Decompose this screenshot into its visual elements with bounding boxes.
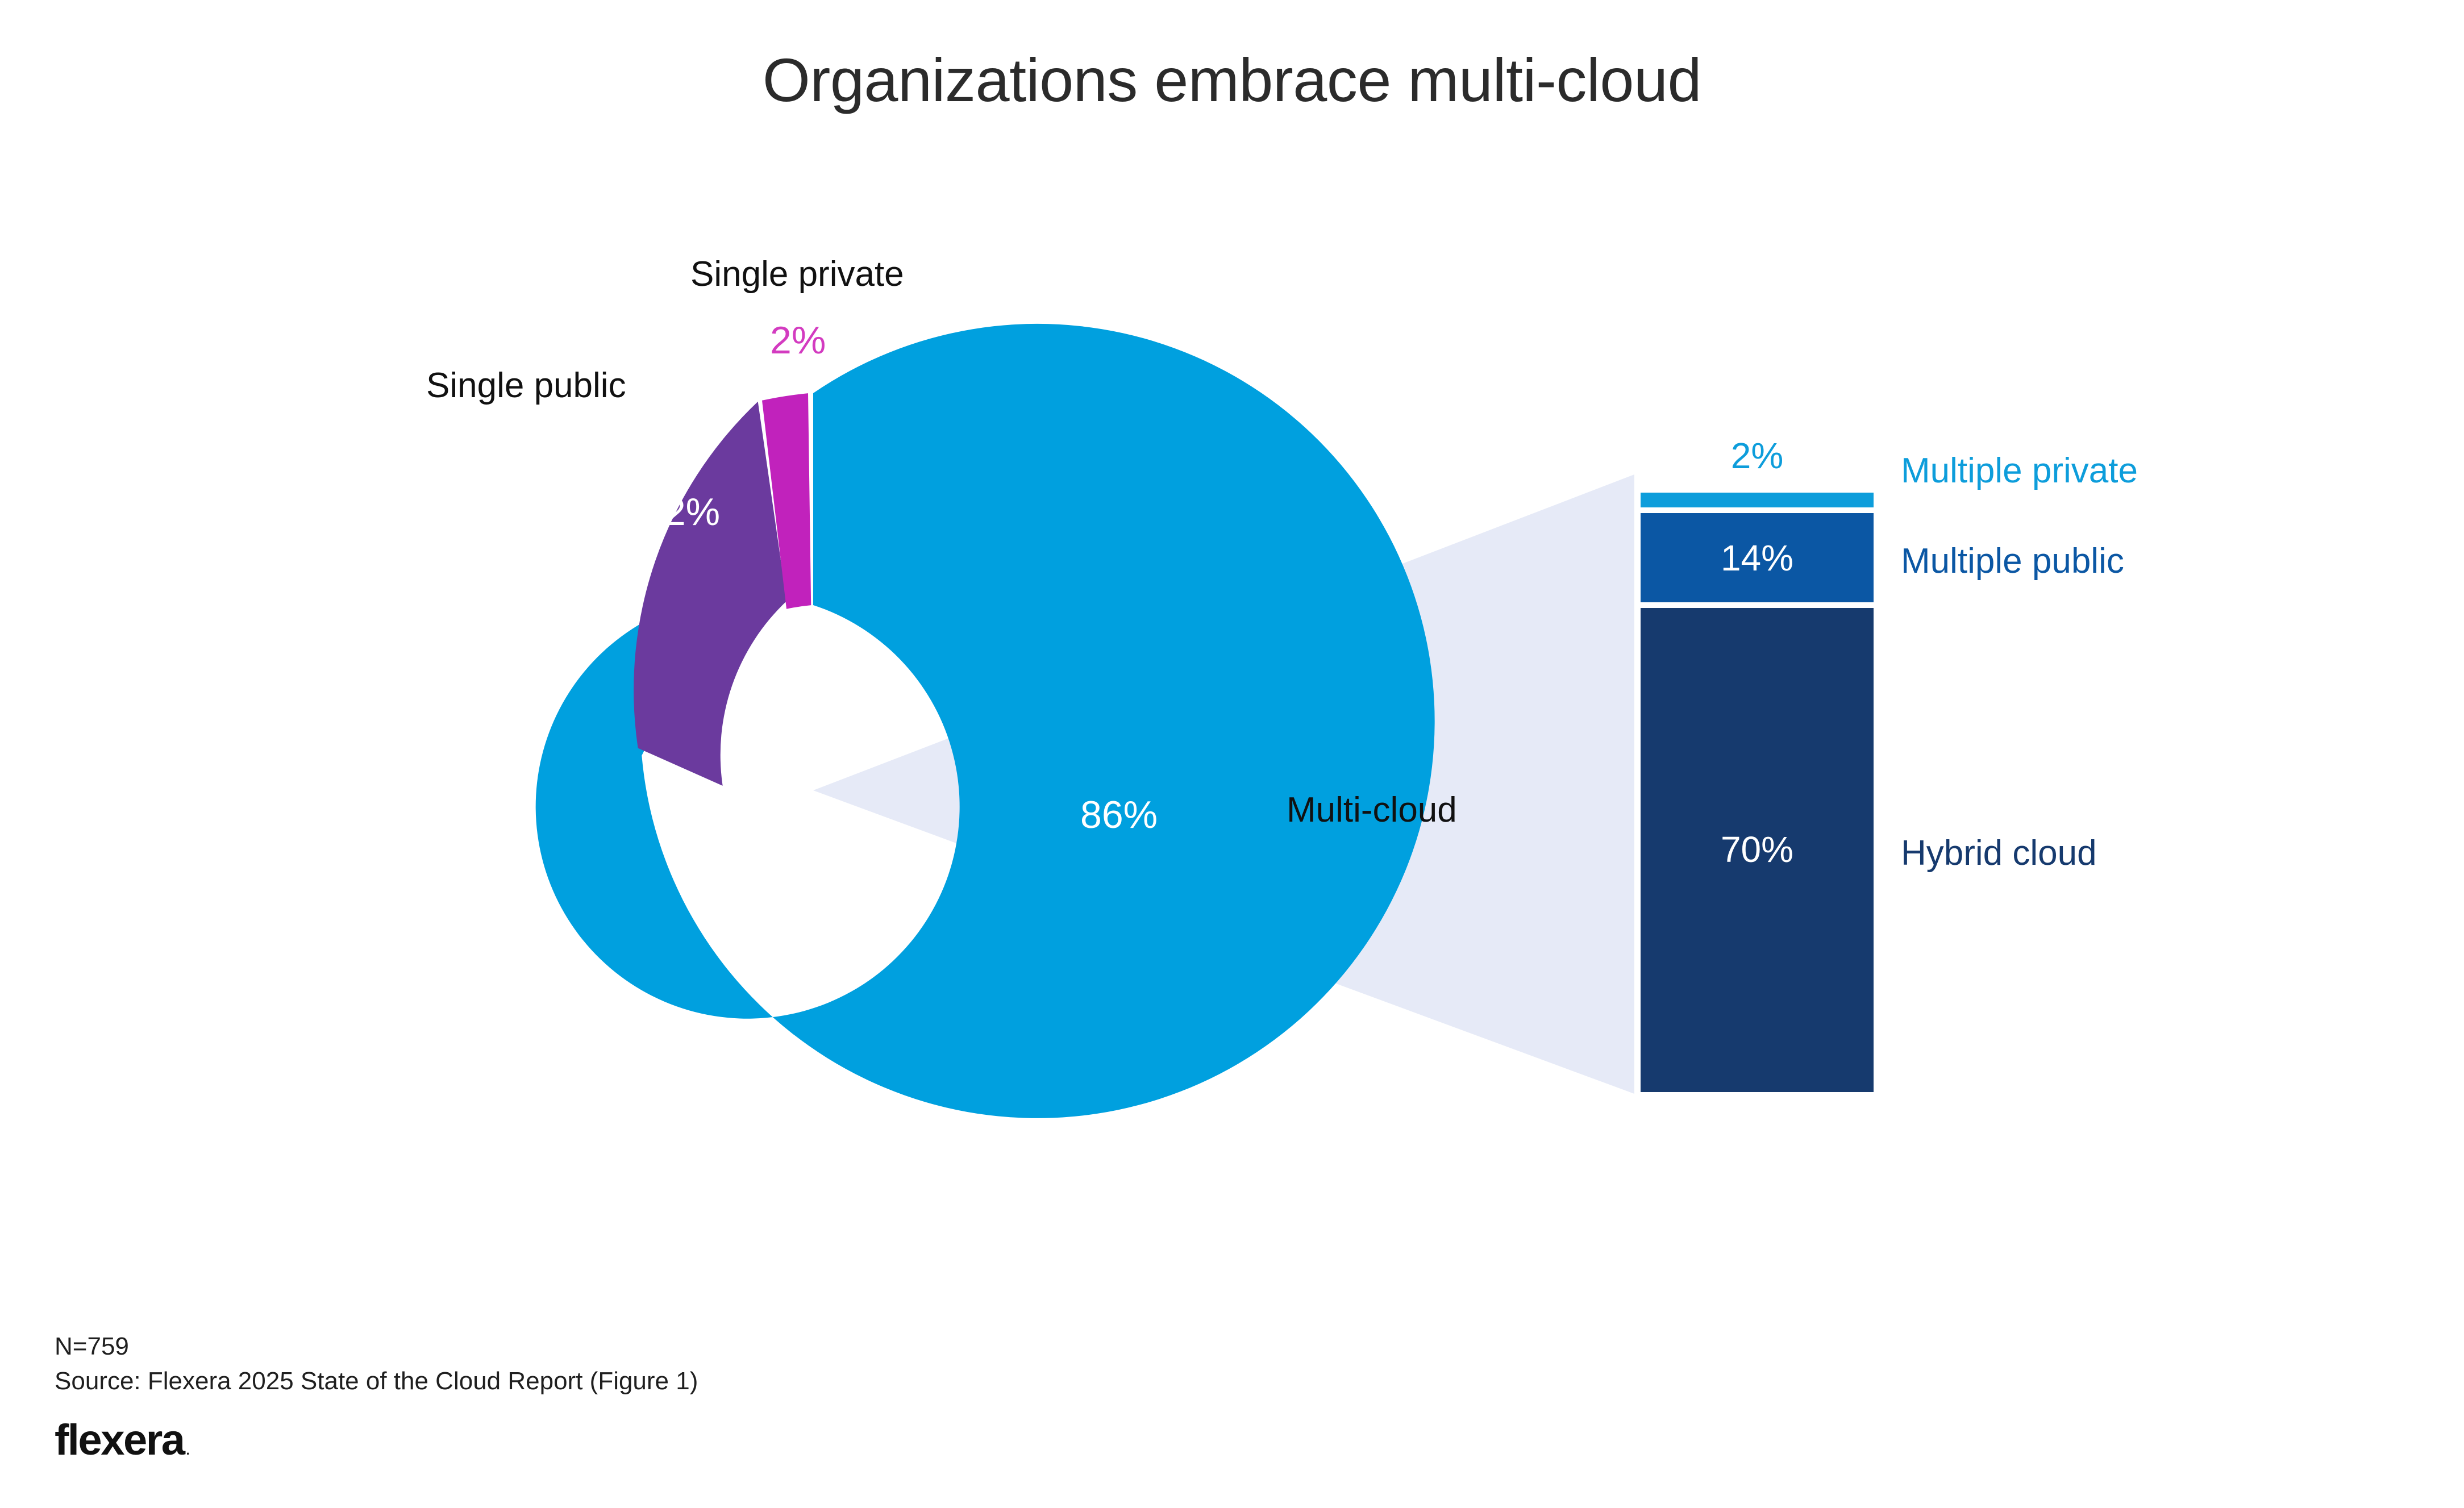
- bar-segment-hybrid-cloud[interactable]: [1641, 608, 1874, 1092]
- bar-segment-multiple-public[interactable]: [1641, 513, 1874, 602]
- bar-legend-hybrid-cloud: Hybrid cloud: [1901, 834, 2097, 873]
- donut-label-single-private: Single private: [690, 255, 904, 294]
- bar-value-multiple-private: 2%: [1730, 435, 1784, 476]
- flexera-trademark: .: [186, 1443, 190, 1458]
- bar-segment-multiple-private[interactable]: [1641, 493, 1874, 507]
- donut-slice-single-public[interactable]: [634, 401, 787, 786]
- footer-sample-size: N=759: [55, 1332, 129, 1360]
- bar-value-multiple-public: 14%: [1720, 538, 1794, 578]
- connector-label-multi-cloud: Multi-cloud: [1287, 790, 1457, 830]
- donut-value-multi-cloud: 86%: [1080, 793, 1158, 836]
- page-title: Organizations embrace multi-cloud: [762, 45, 1702, 114]
- flexera-wordmark: flexera: [55, 1416, 185, 1465]
- donut-label-single-public: Single public: [426, 366, 626, 405]
- donut-value-single-private: 2%: [770, 319, 826, 362]
- footer-source: Source: Flexera 2025 State of the Cloud …: [55, 1367, 698, 1395]
- donut-slice-single-private[interactable]: [762, 393, 811, 609]
- bar-legend-multiple-private: Multiple private: [1901, 451, 2138, 490]
- flexera-logo: flexera.: [55, 1415, 698, 1465]
- bar-value-hybrid-cloud: 70%: [1720, 829, 1794, 870]
- donut-value-single-public: 12%: [643, 490, 721, 534]
- donut-slice-multi-cloud[interactable]: [535, 323, 1435, 1118]
- footer: N=759 Source: Flexera 2025 State of the …: [55, 1330, 698, 1465]
- bar-legend-multiple-public: Multiple public: [1901, 541, 2124, 581]
